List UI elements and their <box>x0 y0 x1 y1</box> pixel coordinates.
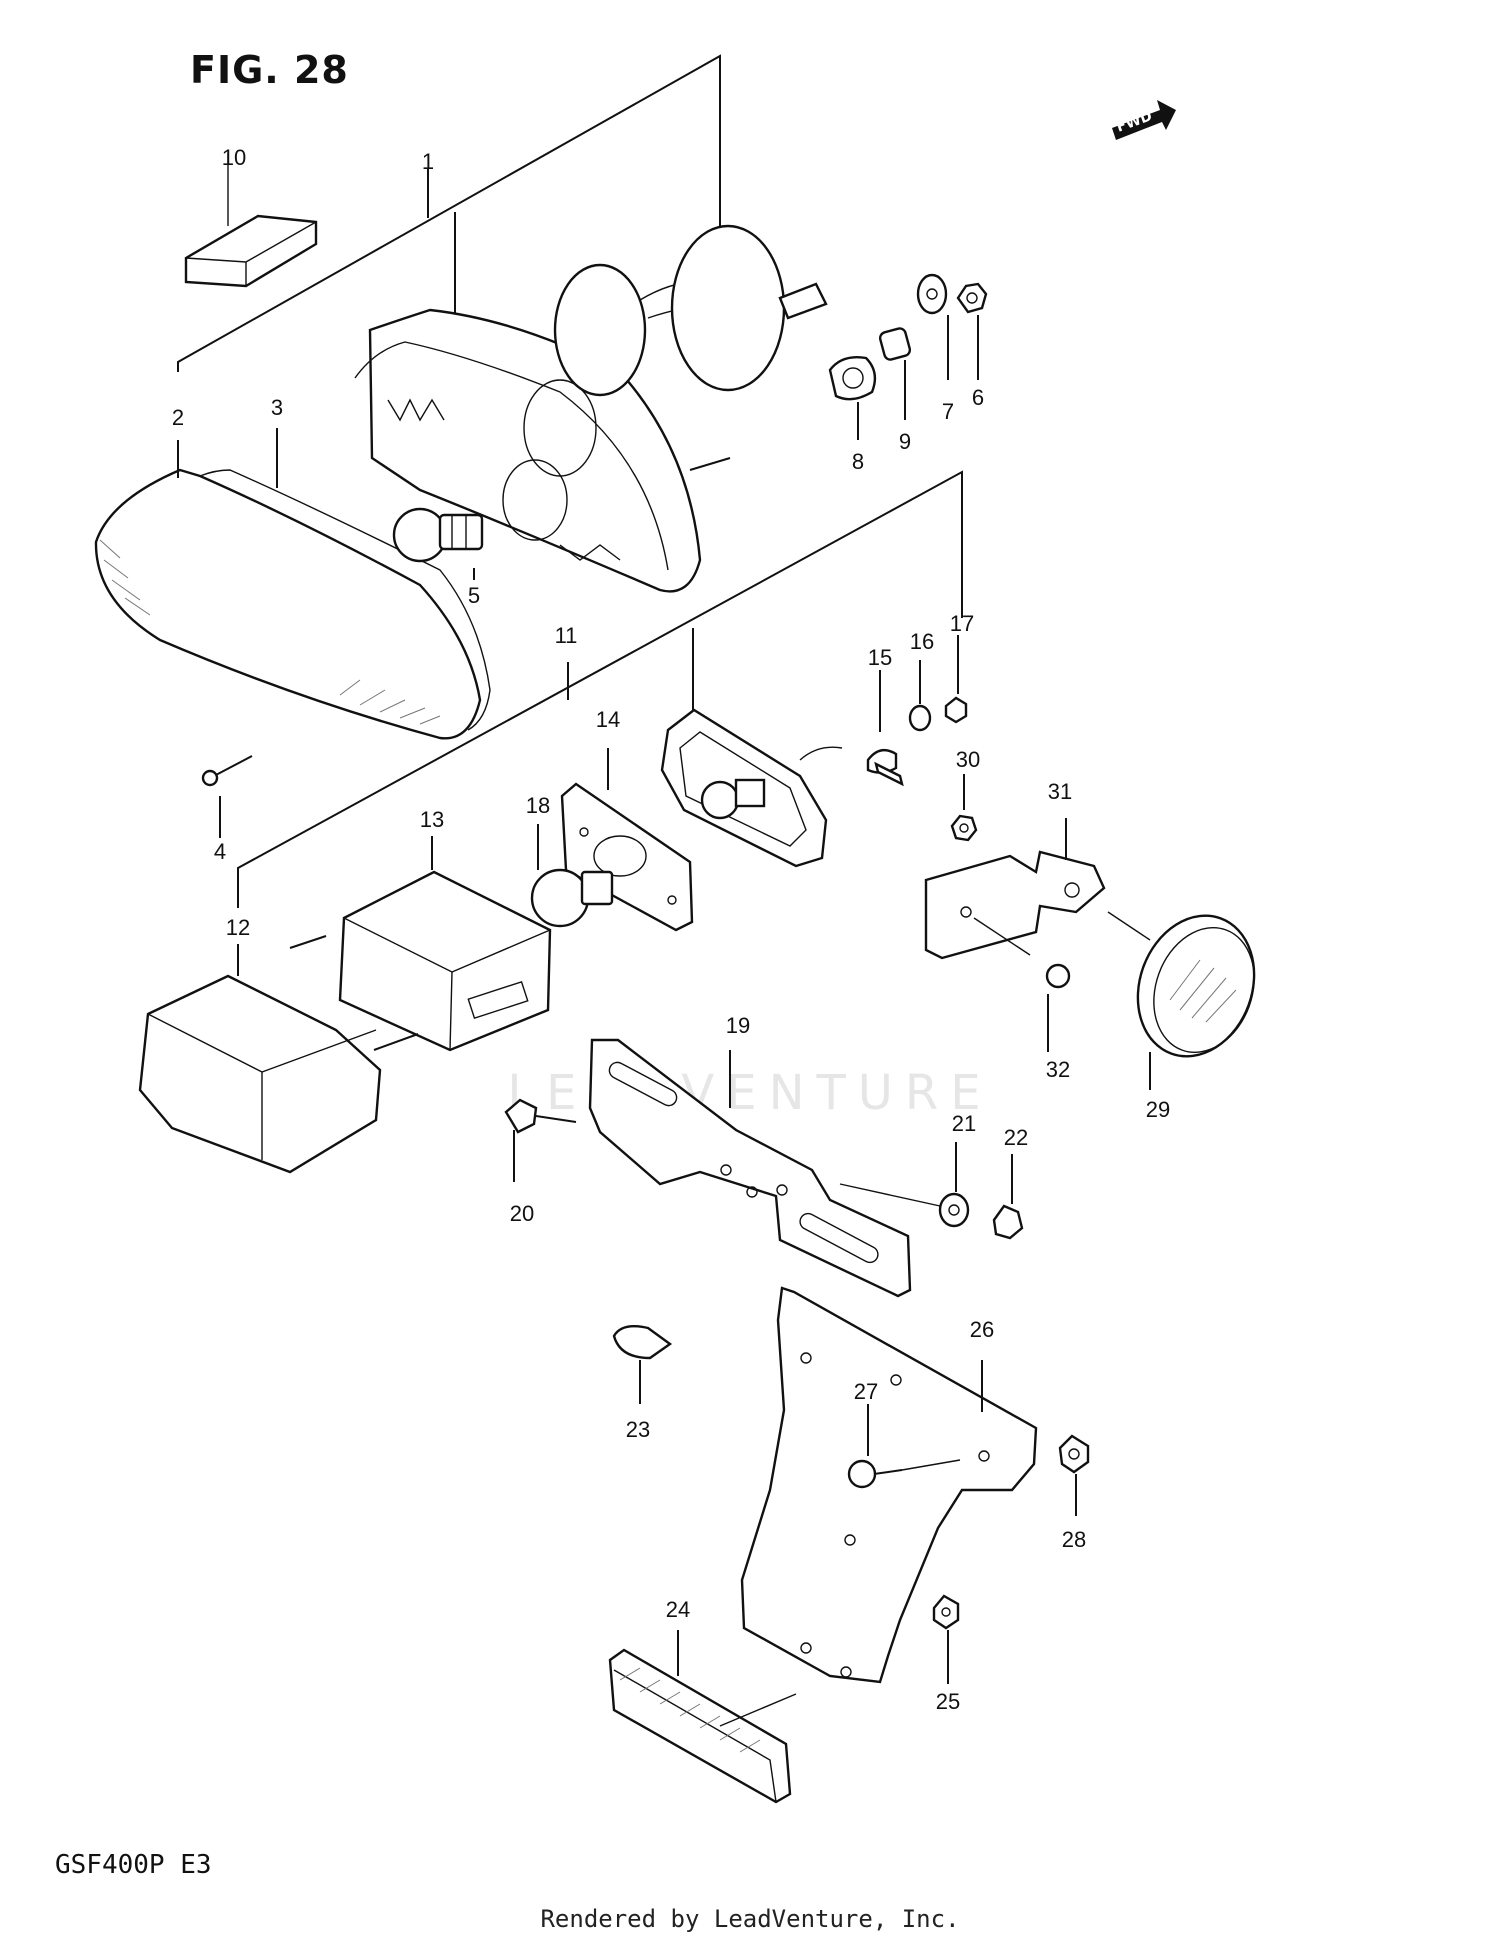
license-hardware-parts <box>879 635 978 842</box>
callout-29: 29 <box>1145 1097 1171 1122</box>
callout-14: 14 <box>595 707 621 732</box>
tail-light-lens-part <box>94 428 491 740</box>
callout-19: 19 <box>725 1013 751 1038</box>
tail-hardware-parts <box>828 273 988 440</box>
callout-2: 2 <box>171 405 185 430</box>
tail-bulb-part <box>392 507 484 580</box>
callout-1: 1 <box>421 149 435 174</box>
lens-cover-part <box>338 836 552 1052</box>
license-bracket-part <box>504 1038 1024 1298</box>
footer-credit: Rendered by LeadVenture, Inc. <box>540 1905 960 1933</box>
callout-4: 4 <box>213 839 227 864</box>
callout-11: 11 <box>554 623 578 648</box>
forward-arrow-icon <box>1112 100 1176 140</box>
callout-10: 10 <box>221 145 247 170</box>
rear-reflector-part <box>608 1630 797 1804</box>
callout-27: 27 <box>853 1379 879 1404</box>
callout-17: 17 <box>949 611 975 636</box>
cushion-pad-part <box>184 153 318 288</box>
wedge-bulb-part <box>612 1325 673 1404</box>
callout-20: 20 <box>509 1201 535 1226</box>
leader-group-11 <box>237 470 963 908</box>
callout-13: 13 <box>419 807 445 832</box>
watermark: LEADVENTURE <box>507 1065 993 1121</box>
tail-light-housing-part <box>354 224 828 593</box>
callout-9: 9 <box>898 429 912 454</box>
callout-15: 15 <box>867 645 893 670</box>
callout-6: 6 <box>971 385 985 410</box>
side-reflector-bracket-part <box>924 818 1256 1090</box>
callout-5: 5 <box>467 583 481 608</box>
callout-24: 24 <box>665 1597 691 1622</box>
figure-title: FIG. 28 <box>190 48 349 92</box>
callout-21: 21 <box>951 1111 977 1136</box>
callout-16: 16 <box>909 629 935 654</box>
callout-32: 32 <box>1045 1057 1071 1082</box>
leader-group-1 <box>177 54 721 372</box>
license-gasket-part <box>530 748 694 932</box>
license-lens-part <box>138 935 419 1174</box>
callout-8: 8 <box>851 449 865 474</box>
callout-28: 28 <box>1061 1527 1087 1552</box>
callout-25: 25 <box>935 1689 961 1714</box>
callout-18: 18 <box>525 793 551 818</box>
callout-30: 30 <box>955 747 981 772</box>
callout-31: 31 <box>1047 779 1073 804</box>
screw-4-part <box>201 755 253 838</box>
callout-7: 7 <box>941 399 955 424</box>
callout-22: 22 <box>1003 1125 1029 1150</box>
callout-26: 26 <box>969 1317 995 1342</box>
license-light-housing-part <box>660 690 904 868</box>
model-code: GSF400P E3 <box>55 1850 212 1880</box>
reflector-bracket-part <box>740 1286 1090 1684</box>
callout-23: 23 <box>625 1417 651 1442</box>
callout-3: 3 <box>270 395 284 420</box>
callout-12: 12 <box>225 915 251 940</box>
